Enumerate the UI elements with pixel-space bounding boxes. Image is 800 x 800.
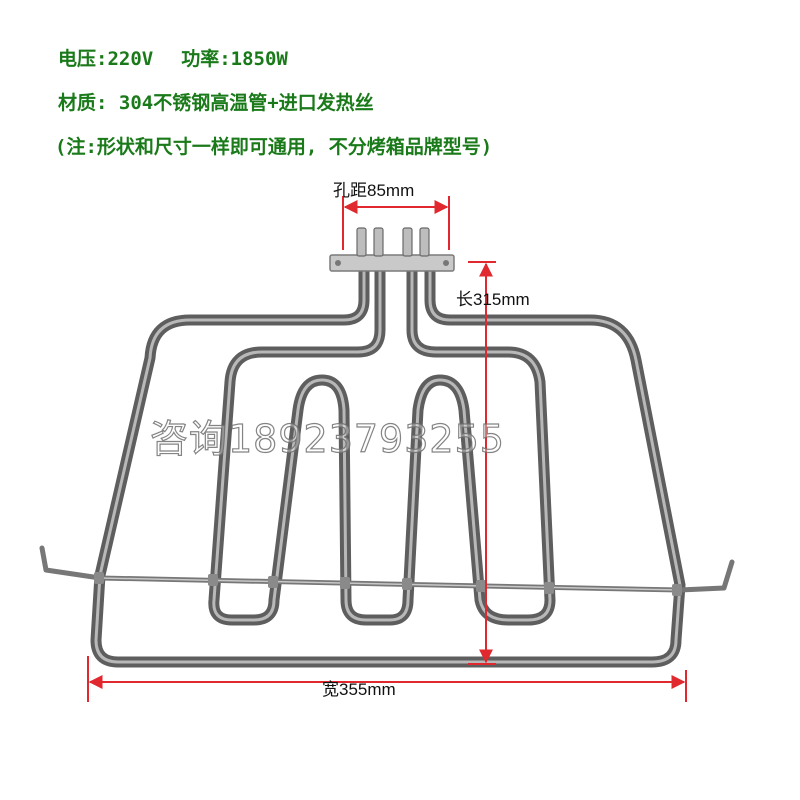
spec-voltage: 电压:220V: [58, 48, 154, 70]
spec-voltage-power: 电压:220V 功率:1850W: [58, 44, 288, 71]
length-label: 长315mm: [456, 290, 530, 309]
contact-watermark: 咨询18923793255: [149, 416, 505, 461]
spec-power: 功率:1850W: [181, 48, 288, 70]
dimension-hole-spacing: [342, 196, 450, 250]
hole-spacing-label: 孔距85mm: [333, 181, 415, 200]
dimension-length: [468, 261, 496, 665]
heating-tube: [96, 268, 680, 662]
width-label: 宽355mm: [322, 680, 396, 699]
terminal-pins: [356, 227, 430, 257]
spec-material: 材质: 304不锈钢高温管+进口发热丝: [58, 92, 374, 114]
terminal-bracket: [329, 254, 455, 272]
dimension-width: [87, 656, 687, 702]
spec-note: (注:形状和尺寸一样即可通用, 不分烤箱品牌型号): [55, 136, 493, 158]
